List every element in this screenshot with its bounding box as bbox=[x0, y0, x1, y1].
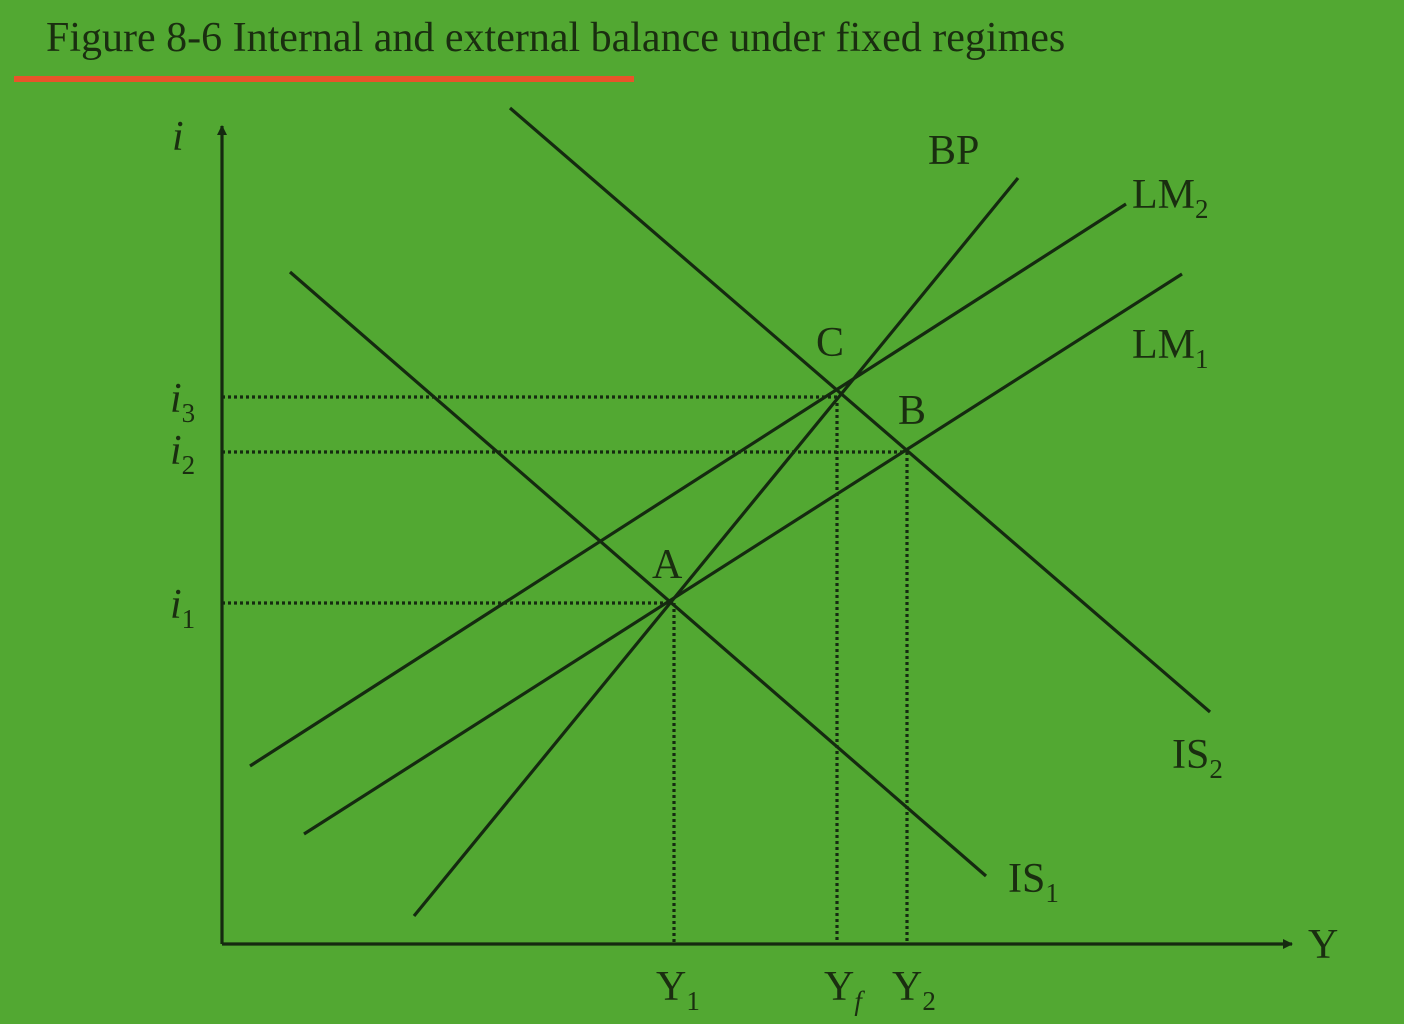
point-c-label: C bbox=[816, 320, 845, 366]
bp-curve bbox=[412, 176, 1020, 918]
lm2-curve bbox=[249, 202, 1127, 768]
y-tick-i2: i2 bbox=[170, 428, 196, 480]
x-tick-y2: Y2 bbox=[892, 964, 936, 1016]
y-tick-i1: i1 bbox=[170, 582, 196, 634]
point-b-label: B bbox=[898, 388, 927, 434]
point-a-label: A bbox=[652, 542, 683, 588]
title-underline bbox=[14, 76, 634, 82]
lm2-label: LM2 bbox=[1132, 172, 1209, 224]
is1-curve bbox=[288, 270, 988, 878]
is1-label: IS1 bbox=[1008, 856, 1059, 908]
y-axis-label: i bbox=[172, 114, 184, 160]
figure-title: Figure 8-6 Internal and external balance… bbox=[46, 15, 1066, 61]
is2-curve bbox=[508, 106, 1212, 714]
x-tick-yf: Yf bbox=[824, 964, 862, 1016]
is2-label: IS2 bbox=[1172, 732, 1223, 784]
lm1-curve bbox=[303, 272, 1183, 836]
bp-label: BP bbox=[928, 128, 980, 174]
x-axis-label: Y bbox=[1308, 922, 1339, 968]
x-tick-y1: Y1 bbox=[656, 964, 700, 1016]
y-tick-i3: i3 bbox=[170, 376, 196, 428]
lm1-label: LM1 bbox=[1132, 322, 1209, 374]
